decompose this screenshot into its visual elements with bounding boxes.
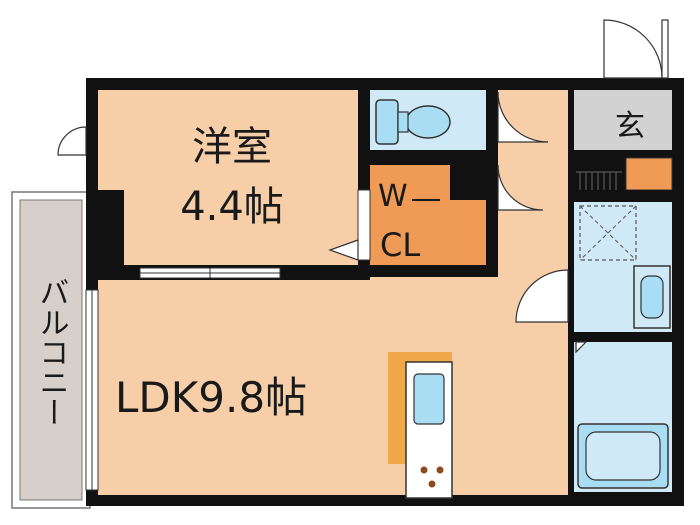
western-room-size: 4.4帖 — [180, 184, 284, 230]
bath-door-icon — [575, 341, 588, 354]
door-swings — [57, 19, 669, 354]
stove-burner-icon — [428, 480, 436, 488]
walk-in-closet-label-line2: CL — [380, 226, 420, 264]
balcony-floor — [19, 199, 83, 501]
kitchen-counter — [388, 352, 453, 499]
toilet-icon — [375, 99, 451, 145]
ldk-label: LDK9.8帖 — [115, 373, 307, 422]
walk-in-closet-label-line1: W — [378, 179, 408, 214]
stove-burner-icon — [436, 466, 444, 474]
entrance-label: 玄 — [615, 109, 645, 144]
stove-burner-icon — [420, 466, 428, 474]
walk-in-closet-floor — [370, 165, 486, 265]
closet-side-door-icon — [328, 239, 359, 261]
entrance-floor — [570, 90, 672, 150]
western-room-door-icon — [57, 126, 87, 156]
washing-machine-icon — [579, 205, 637, 261]
shoe-box — [625, 157, 673, 191]
western-room-name: 洋室 — [192, 124, 272, 170]
toilet-door-icon — [497, 91, 549, 143]
closet-opening — [357, 189, 371, 261]
washbasin-icon — [633, 265, 671, 329]
balcony — [11, 191, 91, 509]
entrance-door-icon — [603, 19, 663, 79]
balcony-label: バルコニー — [34, 277, 69, 427]
western-room-floor — [98, 90, 358, 265]
closet-door-icon — [497, 164, 544, 211]
washroom-door-icon — [515, 269, 569, 323]
bathtub-icon — [577, 423, 669, 489]
sliding-door — [139, 267, 281, 279]
entrance-step — [576, 171, 622, 190]
